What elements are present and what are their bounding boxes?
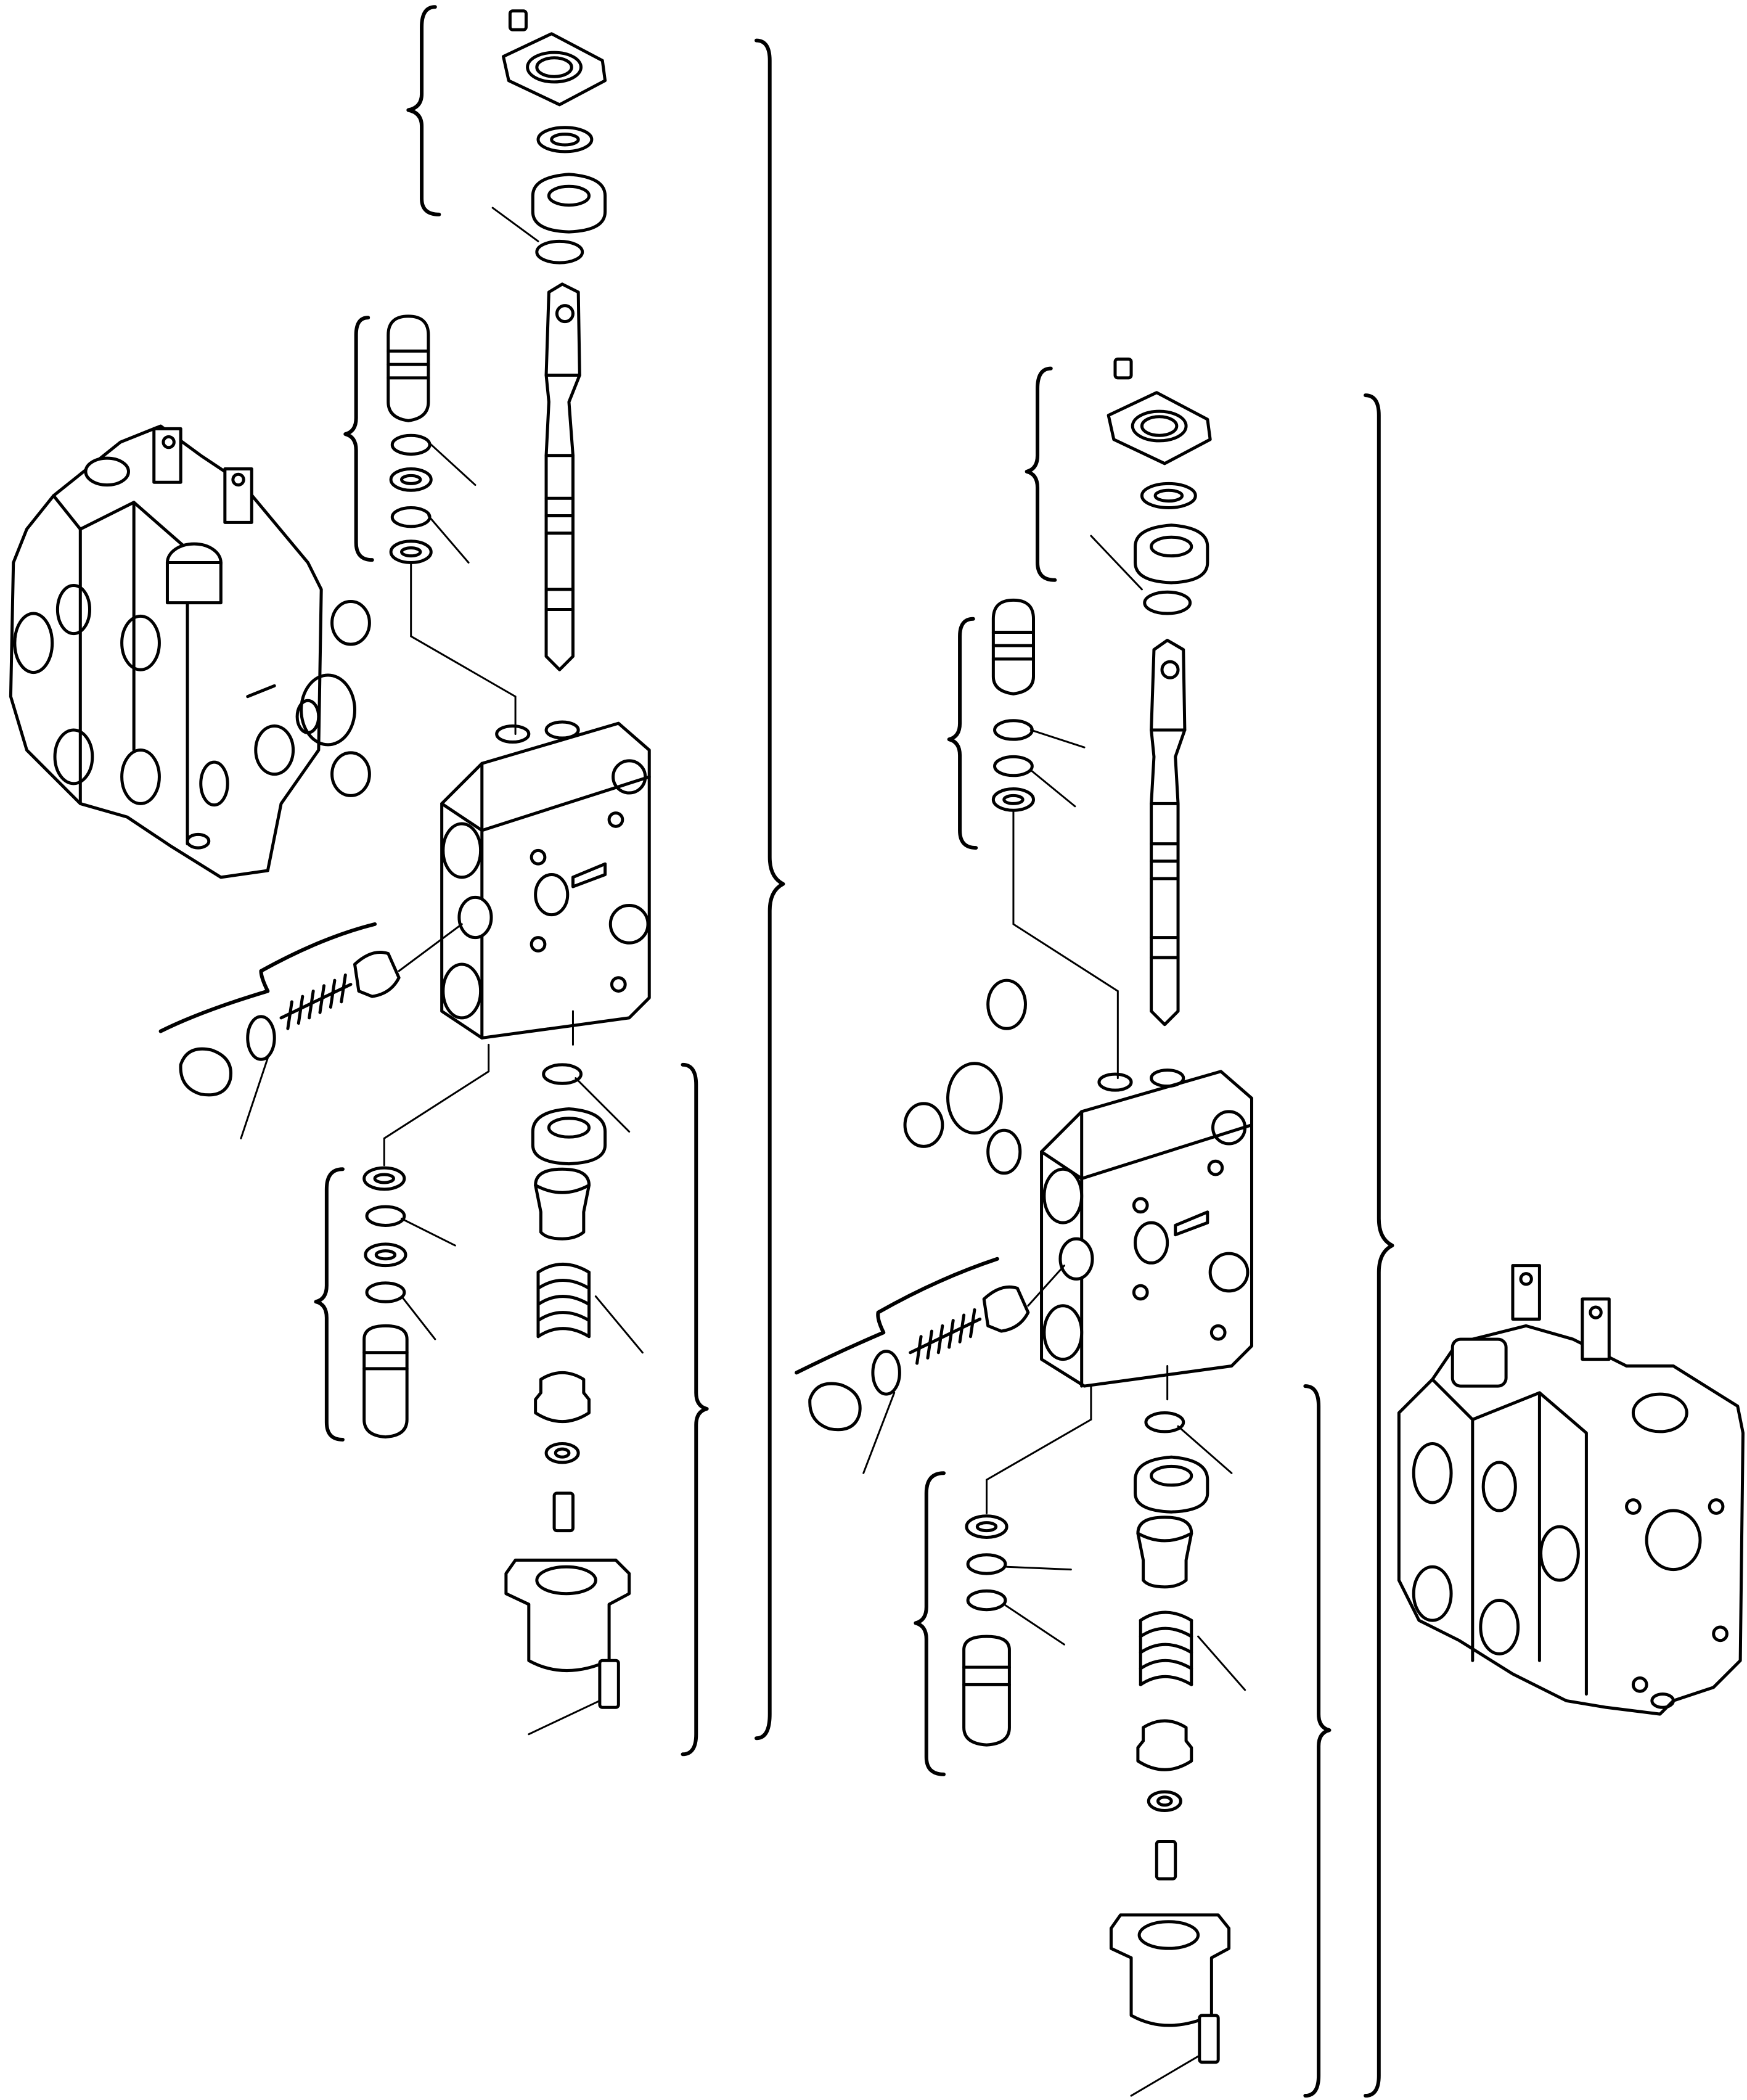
valve-body bbox=[442, 723, 650, 1038]
bracket-relief-right bbox=[796, 1259, 997, 1373]
cap-screw bbox=[510, 11, 526, 30]
control-valve-left-view bbox=[10, 426, 321, 877]
bracket-top-cover-right bbox=[1027, 369, 1055, 580]
bottom-cover bbox=[506, 1560, 629, 1670]
relief-cap bbox=[181, 1049, 231, 1095]
control-valve-right-view bbox=[1399, 1266, 1743, 1715]
bracket-lower-parts-right bbox=[1305, 1386, 1329, 2096]
bushing bbox=[533, 174, 605, 232]
flange-cover bbox=[504, 34, 605, 105]
lower-right-spool-section bbox=[796, 359, 1392, 2096]
bracket-check-valve-lower bbox=[316, 1169, 343, 1440]
loose-o-rings-left bbox=[256, 601, 370, 795]
seal-ring bbox=[538, 128, 592, 152]
bracket-main-left-assembly bbox=[756, 41, 783, 1739]
bracket-check-valve-right-upper bbox=[949, 619, 976, 848]
bracket-top-cover-left bbox=[408, 7, 439, 215]
bracket-main-right-assembly bbox=[1365, 395, 1392, 2096]
bracket-lower-parts-left bbox=[683, 1065, 707, 1754]
bracket-check-valve-upper bbox=[345, 318, 372, 560]
bracket-check-valve-right-lower bbox=[915, 1473, 944, 1774]
upper-left-spool-section bbox=[161, 7, 783, 1754]
o-ring bbox=[537, 241, 583, 263]
relief-poppet bbox=[354, 952, 399, 996]
spool bbox=[546, 284, 579, 670]
plug bbox=[388, 316, 428, 420]
bracket-relief-upper bbox=[161, 924, 375, 1032]
